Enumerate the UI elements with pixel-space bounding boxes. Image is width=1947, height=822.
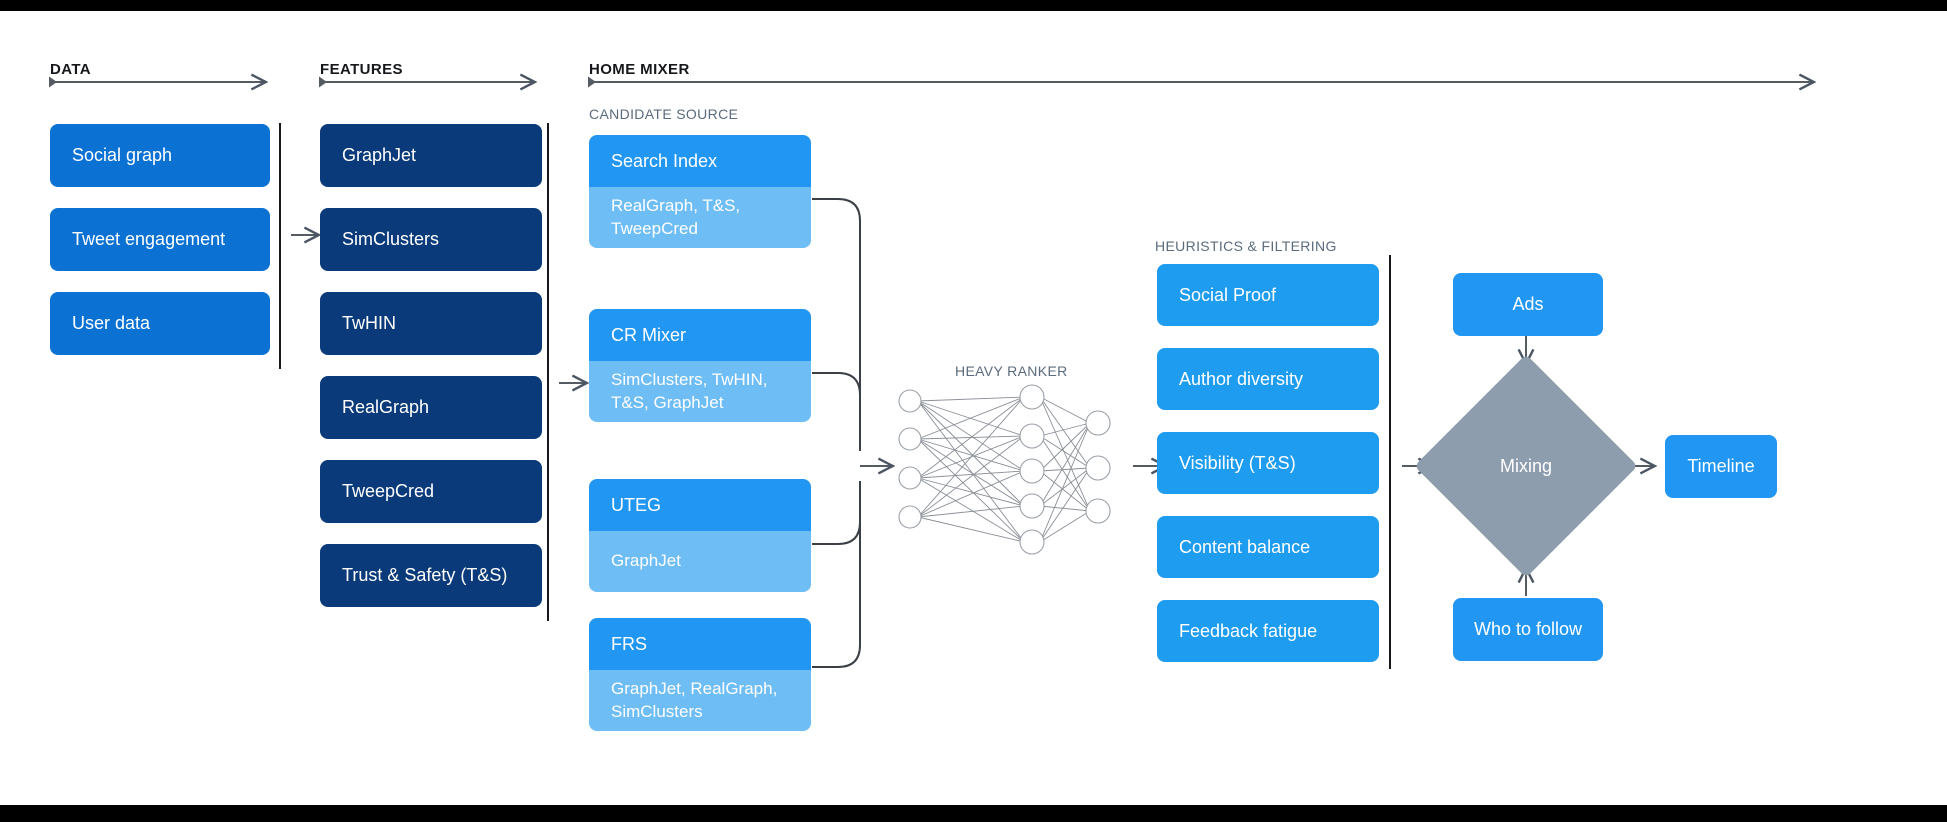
feature-box-twhin[interactable]: TwHIN [320, 292, 542, 355]
heuristic-box-label: Content balance [1179, 536, 1311, 557]
candidate-source-bus [812, 198, 861, 668]
candidate-source-name: FRS [589, 618, 811, 670]
who-to-follow-box[interactable]: Who to follow [1453, 598, 1603, 661]
data-box-label: Social graph [72, 145, 173, 166]
feature-box-label: SimClusters [342, 229, 440, 250]
candidate-source-name: CR Mixer [589, 309, 811, 361]
feature-box-label: TwHIN [342, 313, 396, 334]
candidate-source-features: RealGraph, T&S, TweepCred [589, 187, 811, 248]
section-title-heavy-ranker: HEAVY RANKER [955, 363, 1068, 379]
bottom-letterbox-bar [0, 805, 1947, 822]
feature-box-label: TweepCred [342, 481, 435, 502]
data-box-user-data[interactable]: User data [50, 292, 270, 355]
timeline-box[interactable]: Timeline [1665, 435, 1777, 498]
data-box-social-graph[interactable]: Social graph [50, 124, 270, 187]
timeline-label: Timeline [1687, 456, 1755, 477]
mixing-diamond[interactable]: Mixing [1414, 354, 1638, 578]
heuristic-box-label: Feedback fatigue [1179, 620, 1318, 641]
data-section-ruler [49, 77, 265, 88]
features-section-ruler [319, 77, 534, 88]
heuristic-box-social-proof[interactable]: Social Proof [1157, 264, 1379, 326]
feature-box-trust-and-safety[interactable]: Trust & Safety (T&S) [320, 544, 542, 607]
heuristic-box-author-diversity[interactable]: Author diversity [1157, 348, 1379, 410]
candidate-source-name: Search Index [589, 135, 811, 187]
section-title-features: FEATURES [320, 61, 403, 78]
heuristic-box-content-balance[interactable]: Content balance [1157, 516, 1379, 578]
ads-box[interactable]: Ads [1453, 273, 1603, 336]
mixing-label: Mixing [1499, 455, 1552, 476]
section-title-heuristics: HEURISTICS & FILTERING [1155, 238, 1337, 254]
data-box-label: Tweet engagement [72, 229, 226, 250]
feature-box-graphjet[interactable]: GraphJet [320, 124, 542, 187]
feature-box-realgraph[interactable]: RealGraph [320, 376, 542, 439]
who-to-follow-label: Who to follow [1473, 619, 1583, 640]
heuristic-box-label: Visibility (T&S) [1179, 452, 1296, 473]
ads-label: Ads [1512, 294, 1544, 315]
feature-box-tweepcred[interactable]: TweepCred [320, 460, 542, 523]
connector-overlay [49, 11, 1947, 669]
section-title-candidate-source: CANDIDATE SOURCE [589, 106, 739, 122]
data-box-tweet-engagement[interactable]: Tweet engagement [50, 208, 270, 271]
candidate-source-card-frs[interactable]: FRS GraphJet, RealGraph, SimClusters [589, 618, 811, 731]
data-box-label: User data [72, 313, 151, 334]
diagram-canvas: DATA FEATURES HOME MIXER CANDIDATE SOURC… [0, 11, 1947, 805]
feature-box-simclusters[interactable]: SimClusters [320, 208, 542, 271]
section-title-home-mixer: HOME MIXER [589, 61, 690, 78]
top-letterbox-bar [0, 0, 1947, 11]
candidate-source-name: UTEG [589, 479, 811, 531]
heuristic-box-visibility[interactable]: Visibility (T&S) [1157, 432, 1379, 494]
candidate-source-features: GraphJet [589, 531, 811, 592]
candidate-source-card-cr-mixer[interactable]: CR Mixer SimClusters, TwHIN, T&S, GraphJ… [589, 309, 811, 422]
feature-box-label: RealGraph [342, 397, 430, 418]
neural-network [898, 384, 1111, 555]
heuristic-box-label: Author diversity [1179, 368, 1304, 389]
heuristic-box-feedback-fatigue[interactable]: Feedback fatigue [1157, 600, 1379, 662]
candidate-source-features: GraphJet, RealGraph, SimClusters [589, 670, 811, 731]
heuristic-box-label: Social Proof [1179, 284, 1277, 305]
candidate-source-card-uteg[interactable]: UTEG GraphJet [589, 479, 811, 592]
feature-box-label: Trust & Safety (T&S) [342, 565, 508, 586]
section-title-data: DATA [50, 61, 92, 78]
home-mixer-section-ruler [588, 77, 1813, 88]
candidate-source-card-search-index[interactable]: Search Index RealGraph, T&S, TweepCred [589, 135, 811, 248]
feature-box-label: GraphJet [342, 145, 417, 166]
candidate-source-features: SimClusters, TwHIN, T&S, GraphJet [589, 361, 811, 422]
